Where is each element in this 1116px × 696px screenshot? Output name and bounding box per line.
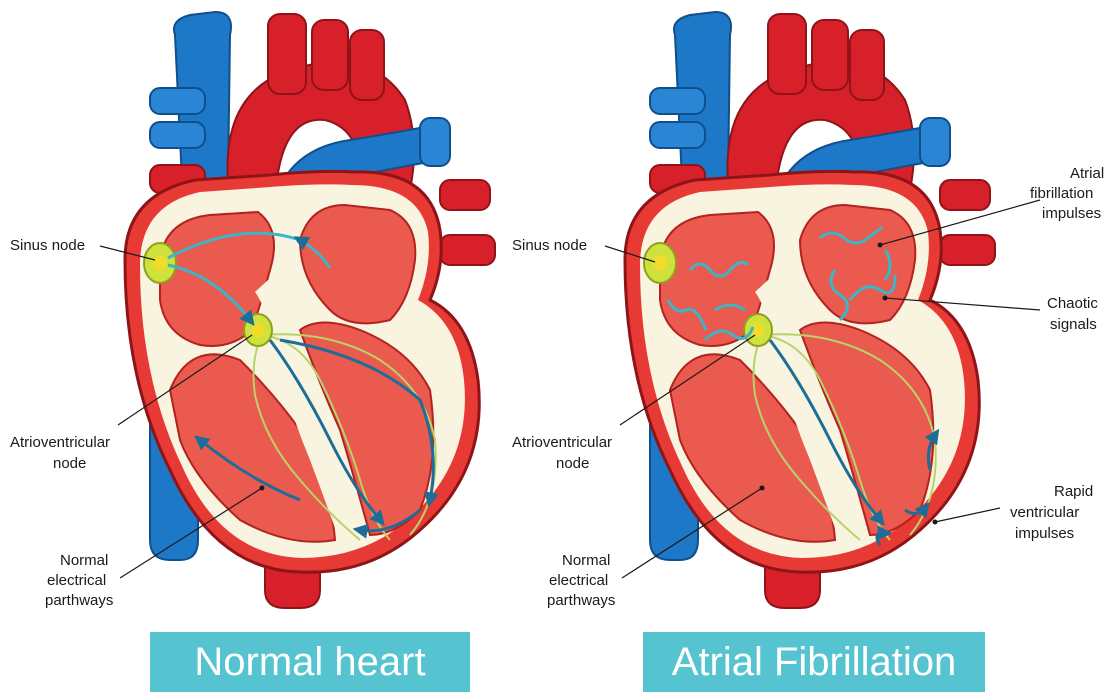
label-af-av-node-2: node <box>556 455 589 472</box>
af-heart-illustration <box>625 12 995 608</box>
label-af-pathways-3: parthways <box>547 592 615 609</box>
label-sinus-node: Sinus node <box>10 237 85 254</box>
label-rapid-2: ventricular <box>1010 504 1079 521</box>
label-af-impulses-3: impulses <box>1042 205 1101 222</box>
label-pathways-2: electrical <box>47 572 106 589</box>
label-af-pathways-1: Normal <box>562 552 610 569</box>
label-chaotic-2: signals <box>1050 316 1097 333</box>
label-chaotic-1: Chaotic <box>1047 295 1098 312</box>
caption-normal-heart-text: Normal heart <box>194 640 425 685</box>
label-rapid-3: impulses <box>1015 525 1074 542</box>
normal-heart-illustration <box>125 12 495 608</box>
caption-atrial-fibrillation: Atrial Fibrillation <box>643 632 985 692</box>
label-af-pathways-2: electrical <box>549 572 608 589</box>
label-af-sinus-node: Sinus node <box>512 237 587 254</box>
label-av-node-1: Atrioventricular <box>10 434 110 451</box>
label-pathways-1: Normal <box>60 552 108 569</box>
label-pathways-3: parthways <box>45 592 113 609</box>
label-rapid-1: Rapid <box>1054 483 1093 500</box>
caption-atrial-fibrillation-text: Atrial Fibrillation <box>672 640 957 685</box>
label-af-impulses-1: Atrial <box>1070 165 1104 182</box>
label-af-impulses-2: fibrillation <box>1030 185 1093 202</box>
label-av-node-2: node <box>53 455 86 472</box>
label-af-av-node-1: Atrioventricular <box>512 434 612 451</box>
caption-normal-heart: Normal heart <box>150 632 470 692</box>
